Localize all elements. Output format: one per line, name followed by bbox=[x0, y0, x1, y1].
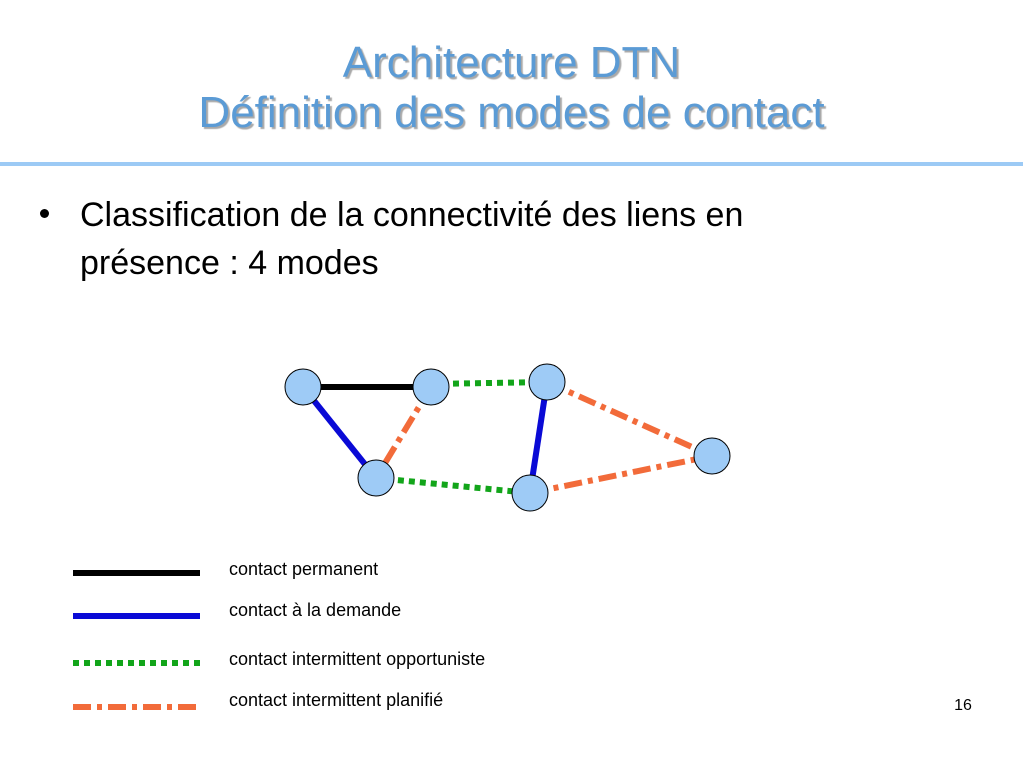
bullet-line-2: présence : 4 modes bbox=[80, 244, 379, 282]
edge-opportunistic-node2-node3 bbox=[430, 379, 548, 387]
legend-label-scheduled: contact intermittent planifié bbox=[229, 690, 444, 710]
node-1 bbox=[284, 368, 322, 406]
legend-swatches bbox=[73, 570, 200, 710]
bullet-icon bbox=[40, 209, 49, 218]
node-4 bbox=[357, 459, 395, 497]
bullet-point: Classification de la connectivité des li… bbox=[80, 191, 980, 287]
page-number: 16 bbox=[954, 697, 972, 714]
slide-title-line-1: Architecture DTN bbox=[342, 38, 681, 87]
node-5 bbox=[511, 474, 549, 512]
legend-label-permanent: contact permanent bbox=[229, 559, 379, 579]
node-2 bbox=[412, 368, 450, 406]
edge-on-demand-node1-node4 bbox=[300, 385, 379, 480]
bullet-line-1: Classification de la connectivité des li… bbox=[80, 196, 744, 234]
legend-label-on-demand: contact à la demande bbox=[229, 600, 402, 620]
edge-opportunistic-node4-node5 bbox=[375, 475, 531, 496]
edge-scheduled-node3-node6 bbox=[545, 379, 714, 459]
edge-scheduled-node5-node6 bbox=[529, 453, 713, 496]
slide-title-line-2: Définition des modes de contact bbox=[198, 88, 825, 137]
legend-label-opportunistic: contact intermittent opportuniste bbox=[229, 649, 486, 669]
diagram-nodes bbox=[284, 363, 731, 512]
node-3 bbox=[528, 363, 566, 401]
node-6 bbox=[693, 437, 731, 475]
edge-on-demand-node3-node5 bbox=[527, 381, 550, 494]
title-divider bbox=[0, 162, 1023, 166]
